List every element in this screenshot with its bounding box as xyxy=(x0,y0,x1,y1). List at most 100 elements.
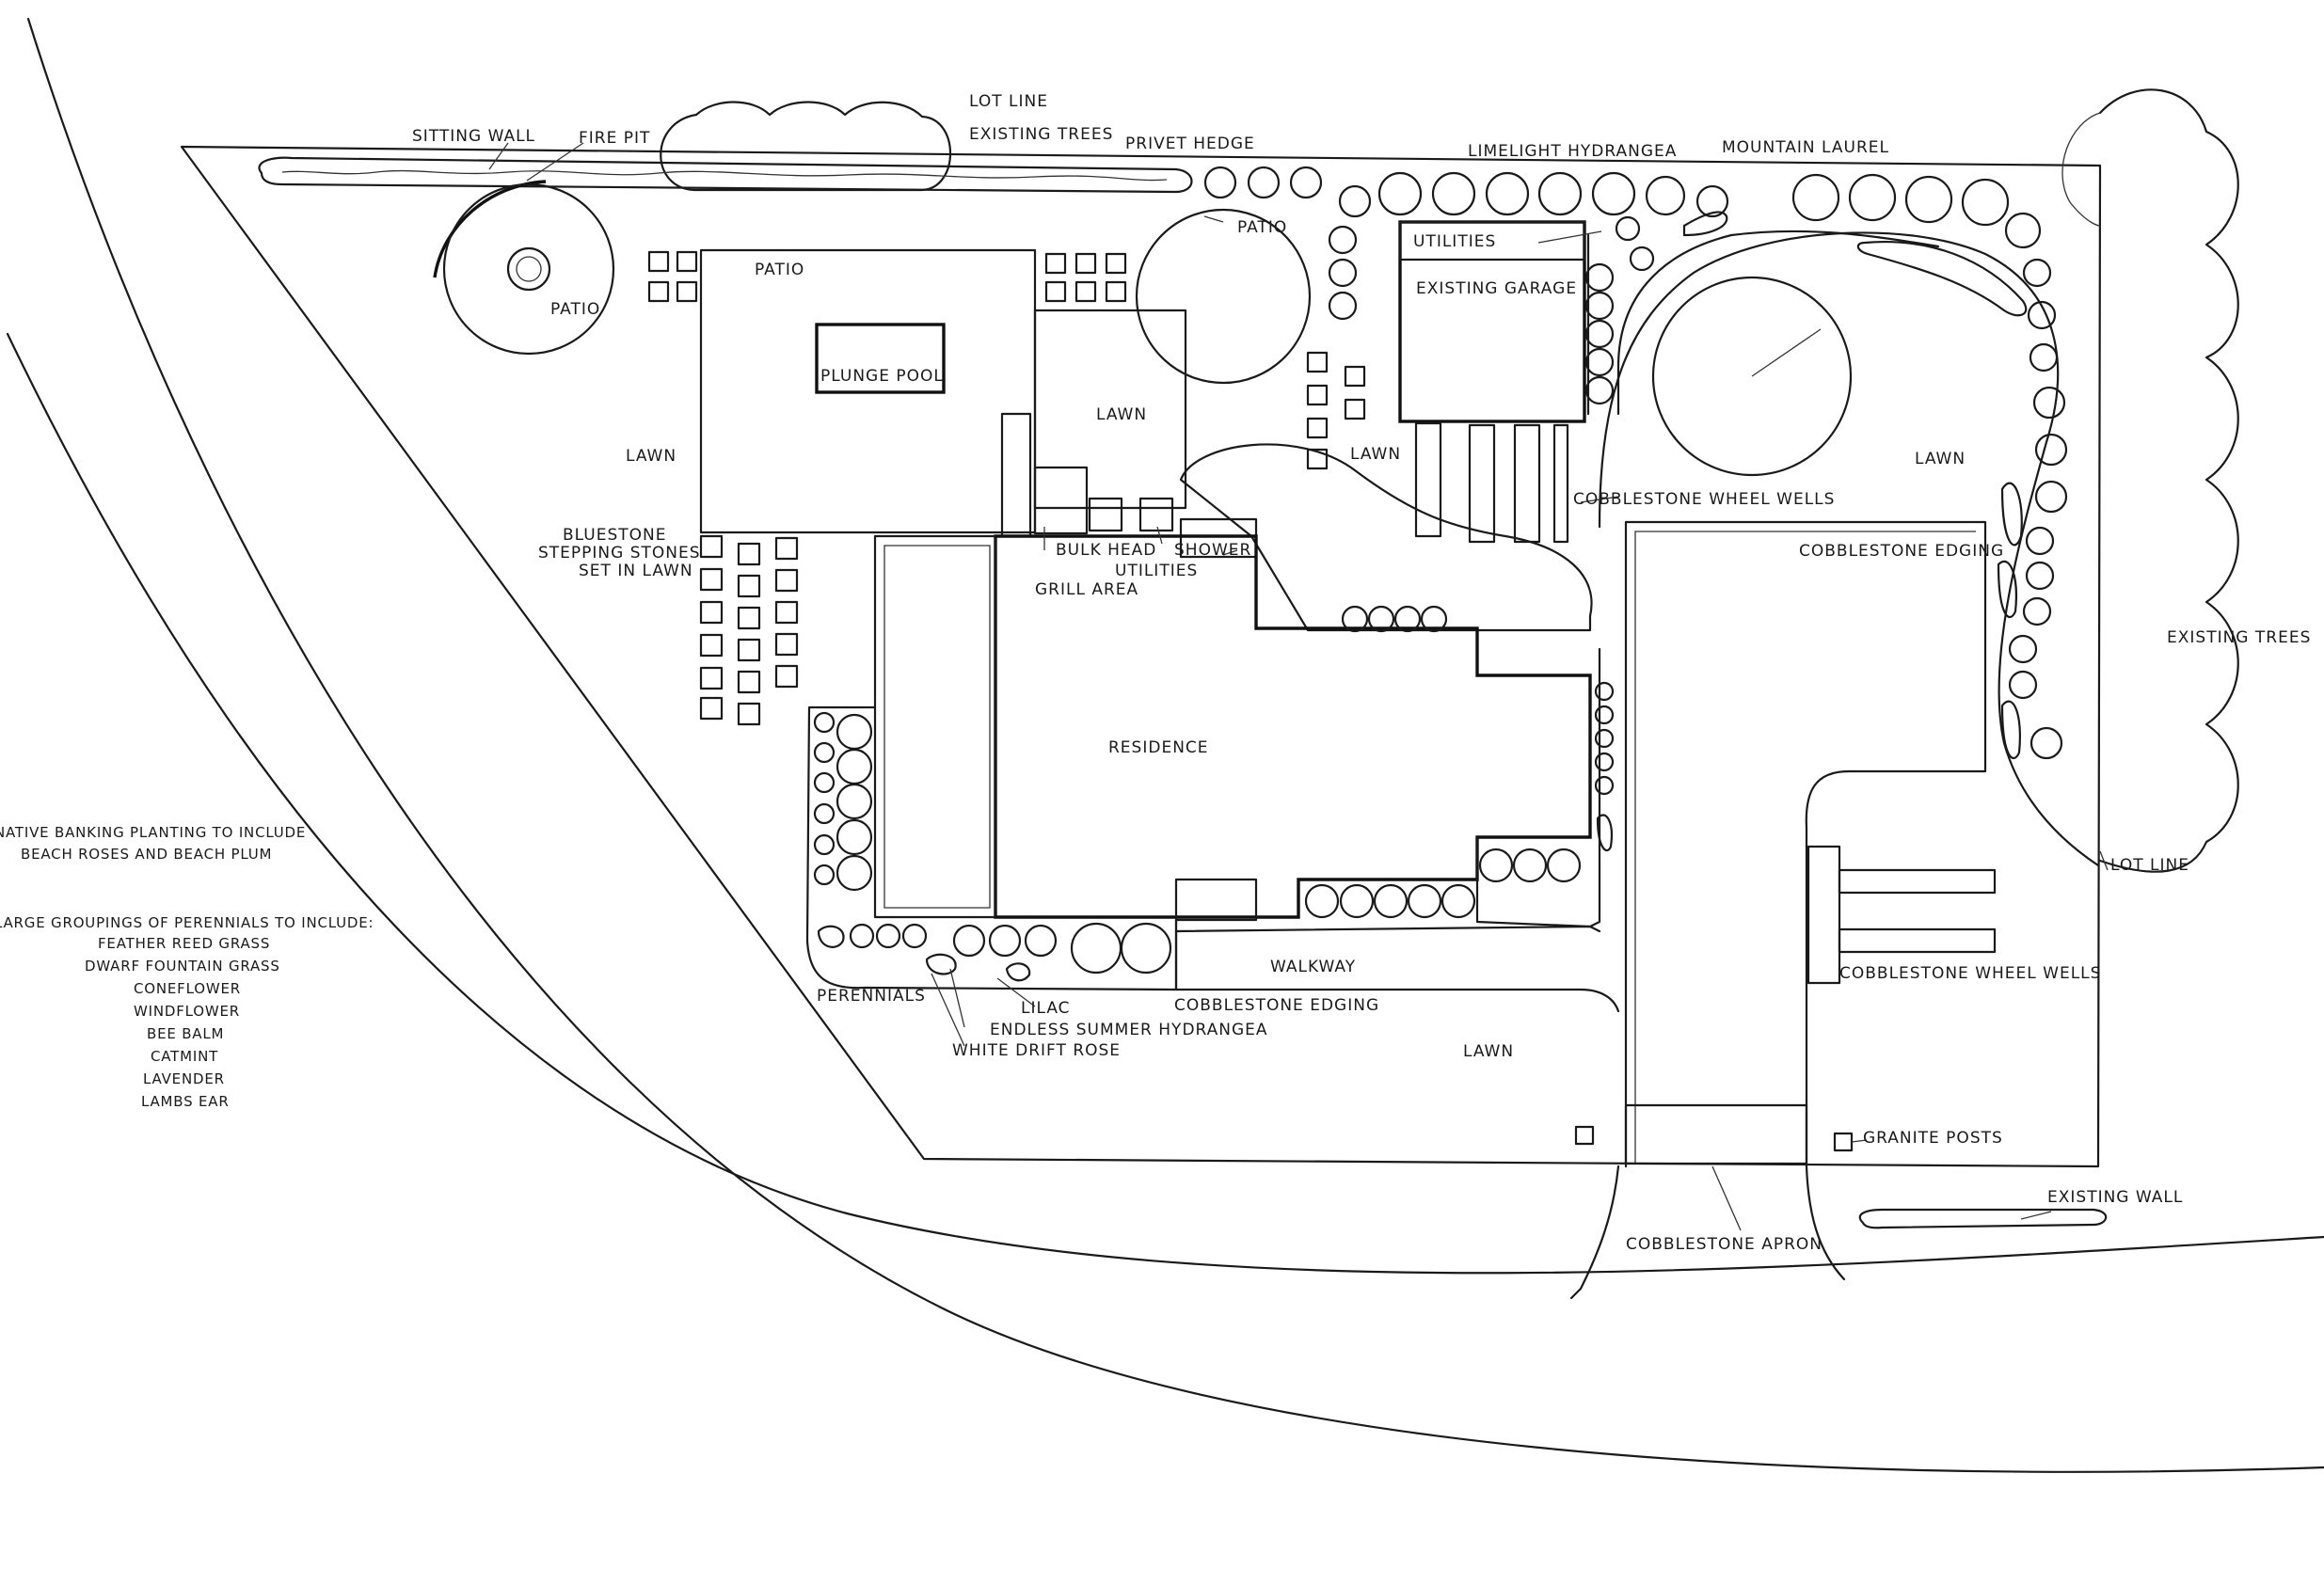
label-lilac: LILAC xyxy=(1021,999,1071,1018)
label-existing-wall: EXISTING WALL xyxy=(2047,1188,2183,1207)
laurel-bed xyxy=(1682,211,1728,237)
planting-bed-right-house xyxy=(1475,647,1601,928)
label-existing-trees-top: EXISTING TREES xyxy=(969,125,1113,144)
shrubs-east xyxy=(1997,258,2068,760)
shrubs-top-row xyxy=(1203,166,2042,249)
planting-notes: NATIVE BANKING PLANTING TO INCLUDE BEACH… xyxy=(0,824,374,1110)
residence-wing-inner xyxy=(883,545,991,909)
laurel-bed-right xyxy=(1856,241,2028,317)
lawn-tree-canopy xyxy=(1651,276,1853,477)
label-granite-posts: GRANITE POSTS xyxy=(1863,1129,2003,1148)
note-perennial-item: CONEFLOWER xyxy=(134,980,241,997)
note-perennial-item: LAVENDER xyxy=(143,1070,225,1087)
label-cobblestone-edging-right: COBBLESTONE EDGING xyxy=(1799,542,2004,561)
existing-trees-top xyxy=(660,101,951,192)
label-lawn-right: LAWN xyxy=(1915,450,1966,468)
granite-post-right xyxy=(1833,1132,1854,1152)
residence xyxy=(994,534,1592,919)
shrubs-front-right xyxy=(1304,848,1582,919)
grill-patio xyxy=(1179,443,1593,632)
label-cobblestone-edging-bottom: COBBLESTONE EDGING xyxy=(1174,996,1379,1015)
label-privet-hedge: PRIVET HEDGE xyxy=(1125,135,1255,153)
garage-wheel-wells xyxy=(1414,421,1569,544)
note-perennial-item: DWARF FOUNTAIN GRASS xyxy=(85,958,280,975)
label-bluestone-3: SET IN LAWN xyxy=(579,562,693,580)
label-lawn-left: LAWN xyxy=(626,447,677,466)
bluestone-stepping-stones xyxy=(699,534,799,726)
road-edge-inner xyxy=(6,332,2324,1275)
label-plunge-pool: PLUNGE POOL xyxy=(820,367,944,386)
round-patio xyxy=(1135,208,1312,385)
lot-boundary xyxy=(180,145,2102,1168)
label-patio-round: PATIO xyxy=(1237,218,1287,237)
note-native-1: NATIVE BANKING PLANTING TO INCLUDE xyxy=(0,824,306,841)
existing-trees-right-inner xyxy=(2061,112,2101,227)
existing-trees-right xyxy=(2098,88,2239,873)
shrubs-left xyxy=(813,711,873,892)
stepping-stones-top xyxy=(647,250,1127,303)
label-utilities-house: UTILITIES xyxy=(1115,562,1198,580)
shrubs-house-east xyxy=(1341,605,1615,852)
sitting-wall xyxy=(433,180,547,278)
firepit-patio xyxy=(442,182,615,356)
note-perennial-item: BEE BALM xyxy=(147,1025,224,1042)
label-fire-pit: FIRE PIT xyxy=(579,129,650,148)
granite-post-left xyxy=(1574,1125,1595,1146)
driveway-inner-edge xyxy=(1634,531,1976,1165)
driveway-wheel-wells xyxy=(1807,845,1997,985)
existing-garage xyxy=(1398,220,1586,423)
note-native-2: BEACH ROSES AND BEACH PLUM xyxy=(21,846,272,863)
label-perennials: PERENNIALS xyxy=(817,987,926,1006)
label-cobblestone-apron: COBBLESTONE APRON xyxy=(1626,1235,1823,1254)
label-lot-line-top: LOT LINE xyxy=(969,92,1048,111)
note-perennial-item: WINDFLOWER xyxy=(134,1003,240,1020)
note-perennial-item: CATMINT xyxy=(151,1048,218,1065)
note-perennial-item: LAMBS EAR xyxy=(141,1093,230,1110)
fire-pit xyxy=(506,246,551,292)
note-perennial-item: FEATHER REED GRASS xyxy=(98,935,270,952)
privet-hedge-texture xyxy=(281,169,1168,182)
leader-lines xyxy=(488,142,2109,1231)
cobblestone-apron xyxy=(1624,1103,1808,1165)
planting-bed-garage xyxy=(1586,230,1940,416)
fire-pit-inner xyxy=(516,256,542,282)
planting-bed-left xyxy=(805,705,1178,991)
walkway xyxy=(1174,878,1258,922)
walkway-edge-top xyxy=(1174,925,1601,933)
label-existing-trees-right: EXISTING TREES xyxy=(2167,628,2311,647)
label-white-drift-rose: WHITE DRIFT ROSE xyxy=(952,1041,1121,1060)
label-mountain-laurel: MOUNTAIN LAUREL xyxy=(1722,138,1889,157)
label-grill-area: GRILL AREA xyxy=(1035,580,1138,599)
label-bluestone-2: STEPPING STONES xyxy=(538,544,701,563)
privet-hedge xyxy=(258,156,1193,194)
label-cobblestone-wheel-wells-bottom: COBBLESTONE WHEEL WELLS xyxy=(1839,964,2101,983)
label-existing-garage: EXISTING GARAGE xyxy=(1416,279,1577,298)
lawn-tree-marker xyxy=(1751,328,1822,377)
label-bluestone-1: BLUESTONE xyxy=(563,526,667,545)
driveway-lower-left xyxy=(1569,1165,1620,1300)
plunge-pool xyxy=(815,323,946,394)
note-perennials-title: LARGE GROUPINGS OF PERENNIALS TO INCLUDE… xyxy=(0,914,374,931)
patio-extension xyxy=(1033,309,1187,510)
existing-wall xyxy=(1858,1208,2108,1229)
stepping-stones-garage xyxy=(1306,351,1366,470)
label-limelight-hydrangea: LIMELIGHT HYDRANGEA xyxy=(1468,142,1677,161)
garage-utilities xyxy=(1398,220,1586,262)
label-utilities-garage: UTILITIES xyxy=(1413,232,1496,251)
label-shower: SHOWER xyxy=(1174,541,1251,560)
label-endless-summer: ENDLESS SUMMER HYDRANGEA xyxy=(990,1021,1268,1039)
shrubs-garage-side xyxy=(1328,215,1655,405)
driveway-lower-right xyxy=(1805,1165,1846,1281)
road-edge-outer xyxy=(26,17,2324,1473)
label-cobblestone-wheel-wells-top: COBBLESTONE WHEEL WELLS xyxy=(1573,490,1835,509)
label-sitting-wall: SITTING WALL xyxy=(412,127,535,146)
residence-wing xyxy=(873,534,997,919)
shrubs-bottom xyxy=(817,922,1172,982)
label-bulk-head: BULK HEAD xyxy=(1056,541,1156,560)
label-lawn-garage: LAWN xyxy=(1350,445,1401,464)
label-lawn-bottom: LAWN xyxy=(1463,1042,1514,1061)
label-residence: RESIDENCE xyxy=(1108,738,1209,757)
label-lawn-center: LAWN xyxy=(1096,405,1147,424)
label-patio-firepit: PATIO xyxy=(550,300,600,319)
